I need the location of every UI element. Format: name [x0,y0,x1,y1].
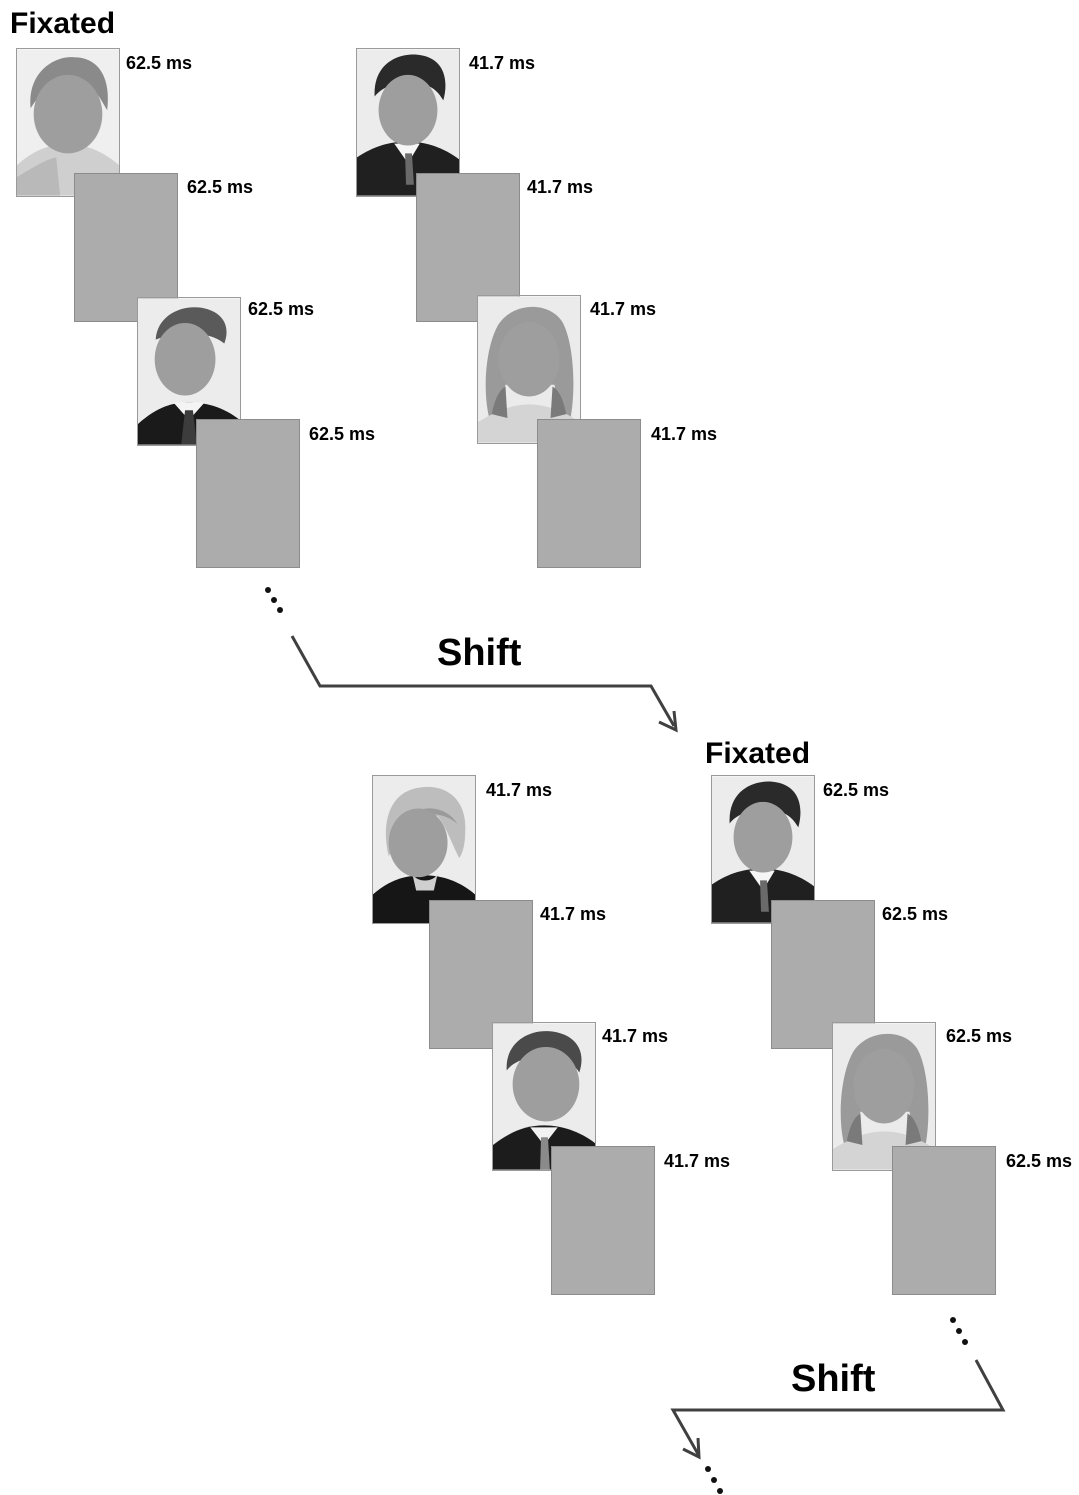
face-man-dark-hair-icon [712,776,814,923]
duration-label: 41.7 ms [527,177,594,197]
shift-label-2: Shift [791,1358,876,1400]
duration-label: 62.5 ms [248,299,315,319]
duration-label: 62.5 ms [309,424,376,444]
duration-label: 62.5 ms [882,904,949,924]
mask-frame [892,1146,996,1295]
mask-frame [537,419,641,568]
continuation-dots-bottom-right [950,1317,968,1345]
duration-label: 62.5 ms [187,177,254,197]
face-woman-long-blonde-icon [833,1023,935,1170]
duration-label: 41.7 ms [469,53,536,73]
continuation-dots-final [705,1466,723,1494]
face-photo-woman-curly [16,48,120,197]
face-woman-long-blonde-icon [478,296,580,443]
mask-frame [196,419,300,568]
shift-arrow-2 [670,1359,1006,1460]
duration-label: 62.5 ms [946,1026,1013,1046]
face-photo-woman-long-blonde [477,295,581,444]
duration-label: 62.5 ms [823,780,890,800]
face-photo-woman-long-blonde [832,1022,936,1171]
fixated-label-top: Fixated [10,7,116,40]
duration-label: 62.5 ms [1006,1151,1073,1171]
shift-arrow-1 [290,635,678,733]
face-man-swept-hair-icon [493,1023,595,1170]
duration-label: 41.7 ms [540,904,607,924]
duration-label: 41.7 ms [486,780,553,800]
shift-label-1: Shift [437,632,522,674]
face-photo-man-swept-hair [492,1022,596,1171]
face-woman-curly-icon [17,49,119,196]
face-woman-bob-icon [373,776,475,923]
continuation-dots-top-left [265,587,283,613]
face-photo-woman-bob [372,775,476,924]
duration-label: 62.5 ms [126,53,193,73]
duration-label: 41.7 ms [664,1151,731,1171]
duration-label: 41.7 ms [590,299,657,319]
mask-frame [551,1146,655,1295]
duration-label: 41.7 ms [602,1026,669,1046]
fixated-label-bottom: Fixated [705,737,811,770]
face-photo-man-dark-hair [711,775,815,924]
duration-label: 41.7 ms [651,424,718,444]
